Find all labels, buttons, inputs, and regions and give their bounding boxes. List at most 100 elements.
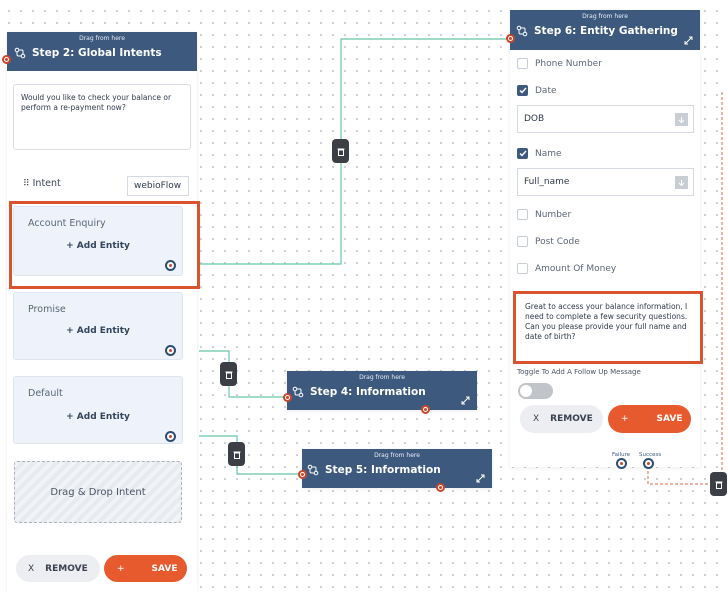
drop-zone-label: Drag & Drop Intent <box>50 486 146 498</box>
trash-icon <box>225 371 232 379</box>
plus-icon: + <box>621 414 629 424</box>
node-title: Step 4: Information <box>310 385 426 398</box>
node-title: Step 2: Global Intents <box>32 46 162 59</box>
save-label: SAVE <box>151 563 178 574</box>
step4-node[interactable]: Drag from here Step 4: Information <box>287 371 477 410</box>
highlight-box <box>9 201 200 289</box>
drag-label: Drag from here <box>79 35 125 42</box>
entity-checkbox-name[interactable]: Name <box>517 148 562 159</box>
step2-input-handle[interactable] <box>2 55 11 64</box>
flow-icon <box>14 47 26 58</box>
failure-handle[interactable] <box>616 458 627 469</box>
entity-label: Post Code <box>535 236 580 247</box>
drag-label: Drag from here <box>374 452 420 459</box>
follow-up-toggle[interactable] <box>518 383 553 399</box>
checkbox[interactable] <box>517 236 528 247</box>
entity-checkbox-date[interactable]: Date <box>517 85 557 96</box>
step6-input-handle[interactable] <box>506 34 515 43</box>
highlight-box <box>513 291 703 364</box>
entity-label: Amount Of Money <box>535 263 617 274</box>
toggle-label: Toggle To Add A Follow Up Message <box>517 368 641 376</box>
remove-button[interactable]: X REMOVE <box>16 555 100 582</box>
entity-label: Number <box>535 209 572 220</box>
add-entity-button[interactable]: + Add Entity <box>66 326 130 336</box>
delete-edge-button[interactable] <box>228 442 245 466</box>
delete-edge-button[interactable] <box>332 139 349 163</box>
connector-handle[interactable] <box>165 431 176 442</box>
trash-icon <box>233 451 240 459</box>
step5-output-handle[interactable] <box>436 483 445 492</box>
message-text: Great to access your balance information… <box>525 302 688 341</box>
message-text: Would you like to check your balance or … <box>21 93 172 112</box>
close-icon: X <box>533 414 540 424</box>
step4-output-handle[interactable] <box>421 405 430 414</box>
message-box[interactable]: Would you like to check your balance or … <box>13 84 191 150</box>
name-entity-field[interactable]: Full_name <box>517 168 694 196</box>
remove-label: REMOVE <box>550 414 593 424</box>
save-button[interactable]: + SAVE <box>104 555 187 582</box>
remove-button[interactable]: X REMOVE <box>520 405 603 433</box>
entity-checkbox-post-code[interactable]: Post Code <box>517 236 580 247</box>
checkbox[interactable] <box>517 209 528 220</box>
expand-icon[interactable] <box>476 474 485 483</box>
step5-input-handle[interactable] <box>298 470 307 479</box>
field-value: DOB <box>524 114 545 124</box>
close-icon: X <box>28 563 35 574</box>
field-value: Full_name <box>524 177 570 187</box>
step6-drag-handle[interactable]: Drag from here Step 6: Entity Gathering <box>510 10 700 50</box>
intent-card-label: Account Enquiry <box>28 218 106 229</box>
intent-label: ⠿ Intent <box>23 178 61 189</box>
expand-icon[interactable] <box>684 36 693 45</box>
step6-node: Drag from here Step 6: Entity Gathering … <box>510 10 700 467</box>
checkbox[interactable] <box>517 85 528 96</box>
step2-drag-handle[interactable]: Drag from here Step 2: Global Intents <box>7 32 197 71</box>
checkbox[interactable] <box>517 263 528 274</box>
check-icon <box>519 87 527 94</box>
toggle-knob <box>520 385 532 397</box>
intent-card-label: Default <box>28 388 63 399</box>
message-box[interactable]: Great to access your balance information… <box>517 293 698 364</box>
intent-select[interactable]: webioFlow <box>127 176 189 196</box>
chevron-down-icon[interactable] <box>675 176 688 189</box>
save-label: SAVE <box>656 414 683 424</box>
intent-card-label: Promise <box>28 304 66 315</box>
drag-label: Drag from here <box>582 13 628 20</box>
drag-dots-icon: ⠿ <box>23 179 30 189</box>
checkbox[interactable] <box>517 148 528 159</box>
chevron-down-icon[interactable] <box>675 113 688 126</box>
checkbox[interactable] <box>517 58 528 69</box>
intent-card-promise[interactable]: Promise + Add Entity <box>13 292 183 360</box>
drag-label: Drag from here <box>359 374 405 381</box>
intent-select-value: webioFlow <box>134 181 182 191</box>
flow-icon <box>307 464 319 475</box>
failure-label: Failure <box>612 452 631 458</box>
date-entity-field[interactable]: DOB <box>517 105 694 133</box>
plus-icon: + <box>117 563 125 574</box>
intent-card-default[interactable]: Default + Add Entity <box>13 376 183 444</box>
entity-checkbox-amount-of-money[interactable]: Amount Of Money <box>517 263 616 274</box>
connector-handle[interactable] <box>165 260 176 271</box>
node-title: Step 6: Entity Gathering <box>534 24 678 37</box>
step5-node[interactable]: Drag from here Step 5: Information <box>302 449 492 488</box>
success-handle[interactable] <box>643 458 654 469</box>
add-entity-button[interactable]: + Add Entity <box>66 241 130 251</box>
check-icon <box>519 150 527 157</box>
remove-label: REMOVE <box>45 563 88 574</box>
trash-icon <box>337 148 344 156</box>
intent-card-account-enquiry[interactable]: Account Enquiry + Add Entity <box>13 206 183 276</box>
save-button[interactable]: + SAVE <box>608 405 691 433</box>
connector-handle[interactable] <box>165 345 176 356</box>
entity-checkbox-number[interactable]: Number <box>517 209 571 220</box>
delete-edge-button[interactable] <box>220 362 237 386</box>
add-entity-button[interactable]: + Add Entity <box>66 412 130 422</box>
entity-checkbox-phone-number[interactable]: Phone Number <box>517 58 602 69</box>
step4-input-handle[interactable] <box>283 393 292 402</box>
entity-label: Name <box>535 148 562 159</box>
intent-label-text: Intent <box>32 178 61 189</box>
entity-label: Date <box>535 85 557 96</box>
trash-icon <box>715 481 722 489</box>
flow-icon <box>516 25 528 36</box>
drop-intent-zone[interactable]: Drag & Drop Intent <box>14 461 182 523</box>
delete-edge-button[interactable] <box>710 472 727 496</box>
expand-icon[interactable] <box>461 396 470 405</box>
